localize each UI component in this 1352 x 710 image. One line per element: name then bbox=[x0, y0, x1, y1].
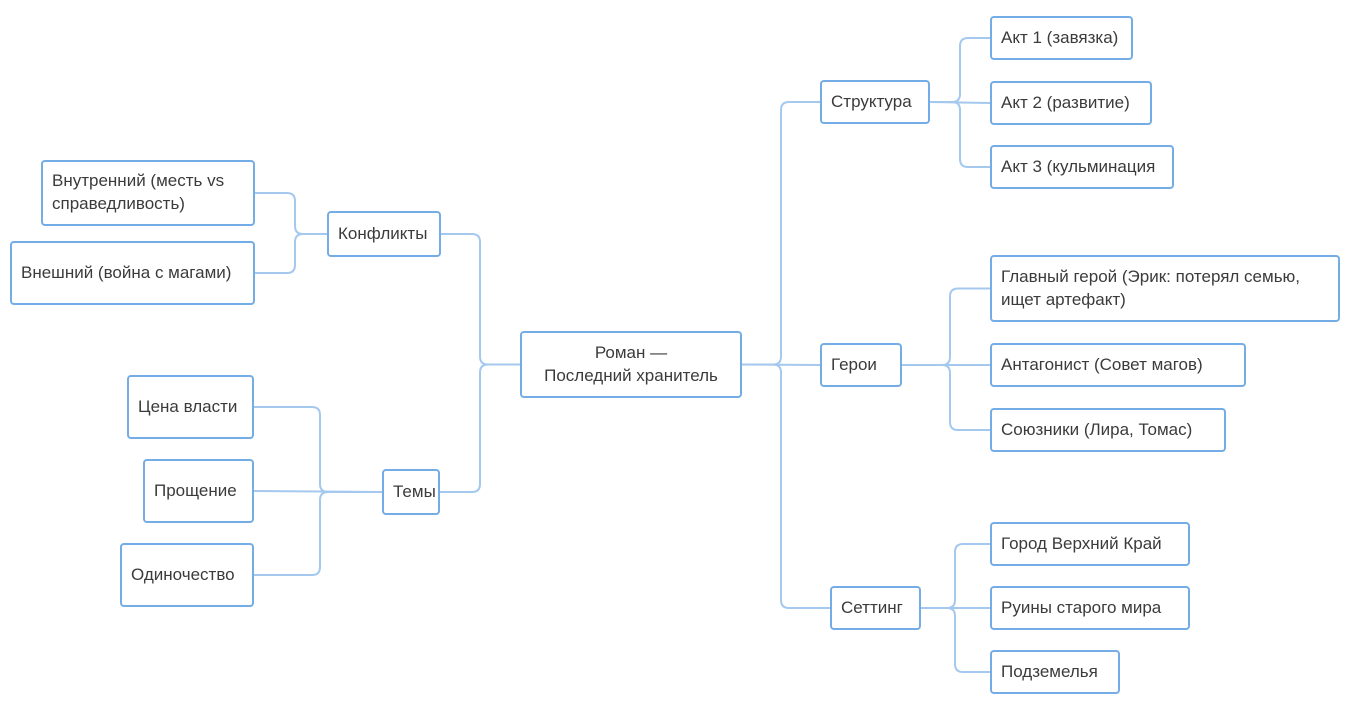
node-setting-ruins-label: Руины старого мира bbox=[1001, 597, 1162, 617]
node-heroes-label: Герои bbox=[831, 354, 877, 374]
connector-setting-city bbox=[920, 543, 991, 609]
node-setting-city-label: Город Верхний Край bbox=[1001, 533, 1162, 553]
node-root[interactable]: Роман — Последний хранитель bbox=[520, 331, 742, 398]
node-setting-dungeons-label: Подземелья bbox=[1001, 661, 1098, 681]
node-theme-power[interactable]: Цена власти bbox=[127, 375, 254, 439]
node-act1-label: Акт 1 (завязка) bbox=[1001, 27, 1119, 47]
connector-internal-conflicts bbox=[254, 192, 328, 235]
node-protagonist[interactable]: Главный герой (Эрик: потерял семью, ищет… bbox=[990, 255, 1340, 322]
node-conflict-internal-label: Внутренний (месть vs справедливость) bbox=[52, 171, 225, 213]
connector-heroes-allies bbox=[901, 364, 991, 431]
node-antagonist[interactable]: Антагонист (Совет магов) bbox=[990, 343, 1246, 387]
connector-conflicts-root bbox=[440, 233, 521, 366]
node-act1[interactable]: Акт 1 (завязка) bbox=[990, 16, 1133, 60]
connector-structure-act3 bbox=[929, 101, 991, 168]
node-conflict-external-label: Внешний (война с магами) bbox=[21, 262, 232, 282]
connector-power-themes bbox=[253, 406, 383, 493]
connector-setting-dungeons bbox=[920, 607, 991, 673]
connector-loneliness-themes bbox=[253, 491, 383, 576]
node-theme-power-label: Цена власти bbox=[138, 396, 238, 416]
connector-heroes-protagonist bbox=[901, 287, 991, 366]
node-conflicts[interactable]: Конфликты bbox=[327, 211, 441, 257]
node-act3[interactable]: Акт 3 (кульминация bbox=[990, 145, 1174, 189]
node-theme-loneliness-label: Одиночество bbox=[131, 564, 235, 584]
node-setting-label: Сеттинг bbox=[841, 597, 903, 617]
connector-root-setting bbox=[741, 363, 831, 609]
node-theme-loneliness[interactable]: Одиночество bbox=[120, 543, 254, 607]
node-act2-label: Акт 2 (развитие) bbox=[1001, 92, 1130, 112]
node-act3-label: Акт 3 (кульминация bbox=[1001, 156, 1156, 176]
node-structure[interactable]: Структура bbox=[820, 80, 930, 124]
node-setting-city[interactable]: Город Верхний Край bbox=[990, 522, 1190, 566]
connector-external-conflicts bbox=[254, 233, 328, 274]
node-setting[interactable]: Сеттинг bbox=[830, 586, 921, 630]
node-setting-dungeons[interactable]: Подземелья bbox=[990, 650, 1120, 694]
node-theme-forgiveness-label: Прощение bbox=[154, 480, 237, 500]
connector-structure-act1 bbox=[929, 37, 991, 103]
node-root-label: Роман — Последний хранитель bbox=[544, 342, 718, 385]
node-theme-forgiveness[interactable]: Прощение bbox=[143, 459, 254, 523]
node-conflict-internal[interactable]: Внутренний (месть vs справедливость) bbox=[41, 160, 255, 226]
connector-themes-root bbox=[439, 363, 521, 493]
node-protagonist-label: Главный герой (Эрик: потерял семью, ищет… bbox=[1001, 266, 1301, 309]
node-conflicts-label: Конфликты bbox=[338, 223, 428, 243]
node-structure-label: Структура bbox=[831, 91, 912, 111]
node-antagonist-label: Антагонист (Совет магов) bbox=[1001, 354, 1203, 374]
node-allies[interactable]: Союзники (Лира, Томас) bbox=[990, 408, 1226, 452]
connector-root-structure bbox=[741, 101, 821, 366]
node-themes[interactable]: Темы bbox=[382, 469, 440, 515]
node-setting-ruins[interactable]: Руины старого мира bbox=[990, 586, 1190, 630]
node-conflict-external[interactable]: Внешний (война с магами) bbox=[10, 241, 255, 305]
node-allies-label: Союзники (Лира, Томас) bbox=[1001, 419, 1193, 439]
node-themes-label: Темы bbox=[393, 481, 436, 501]
node-heroes[interactable]: Герои bbox=[820, 343, 902, 387]
node-act2[interactable]: Акт 2 (развитие) bbox=[990, 81, 1152, 125]
